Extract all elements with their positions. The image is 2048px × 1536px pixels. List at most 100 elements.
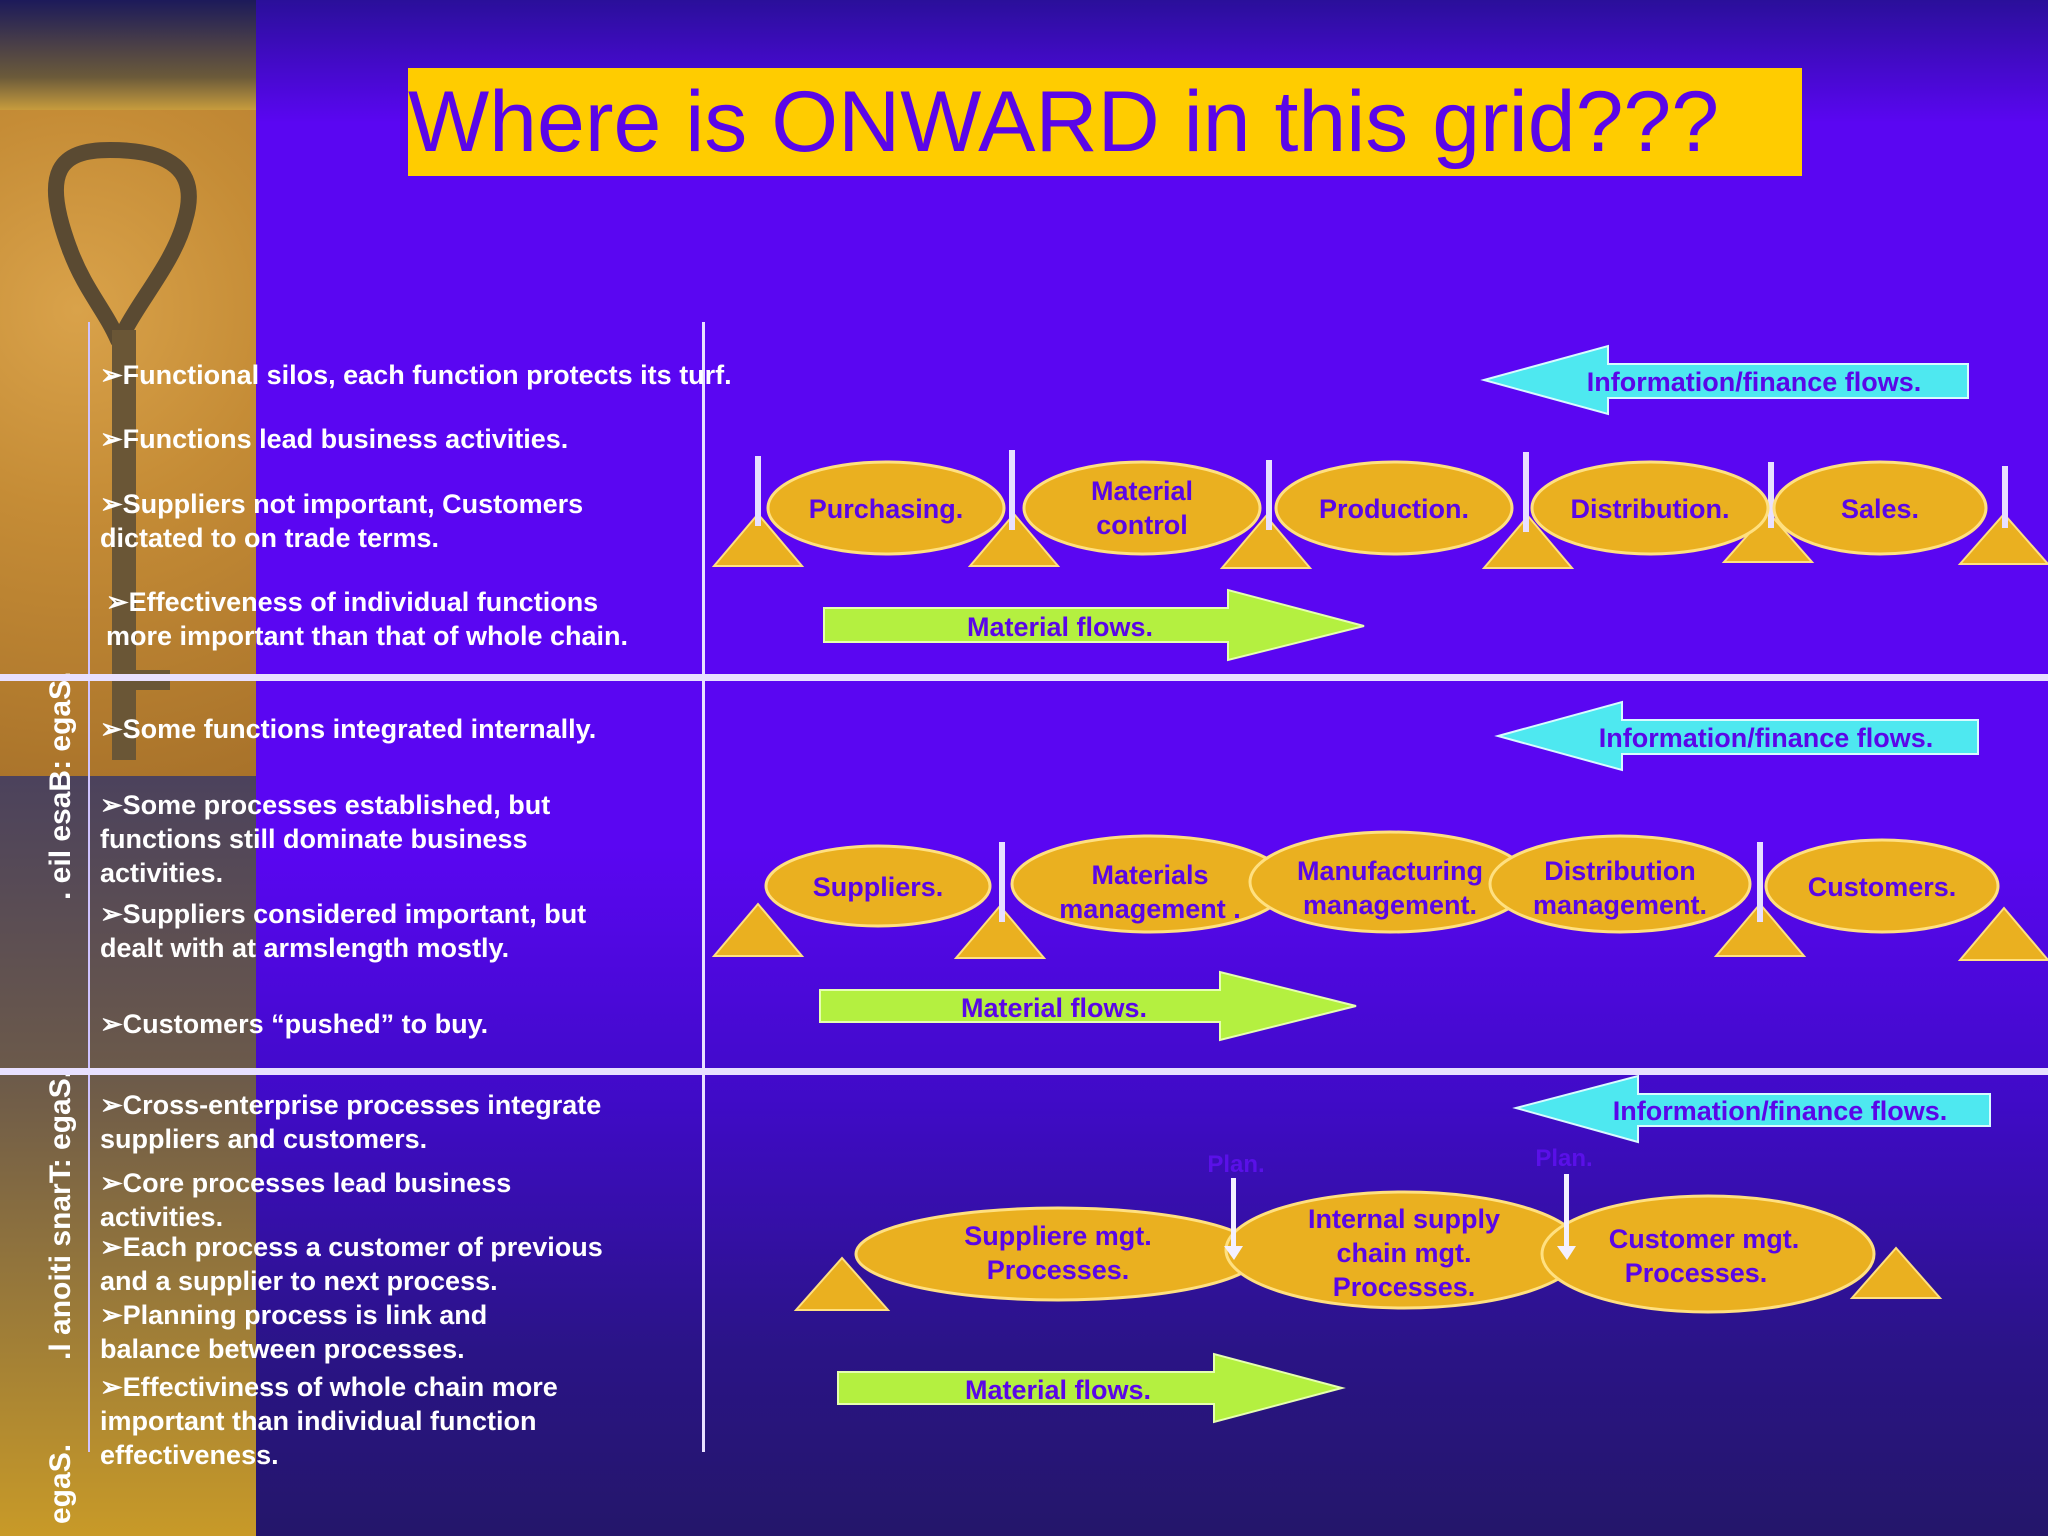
stage2-delimiter-triangle <box>1713 902 1807 957</box>
stage1-bullet-2: ➢Functions lead business activities. <box>100 424 569 454</box>
stage2-delimiter-triangle <box>1957 906 2048 961</box>
node-materials-management-label-line1: Materials <box>1091 860 1208 890</box>
node-supplier-mgt-label-line2: Processes. <box>987 1255 1130 1285</box>
stage3-material-flow-label: Material flows. <box>965 1375 1151 1405</box>
node-supplier-mgt-label-line1: Suppliere mgt. <box>964 1221 1152 1251</box>
node-customer-mgt-label-line1: Customer mgt. <box>1609 1224 1800 1254</box>
node-purchasing <box>766 460 1006 556</box>
stage3-bullet-3: ➢Each process a customer of previous <box>100 1232 603 1262</box>
node-production <box>1274 460 1514 556</box>
plan-arrow-2-head <box>1557 1246 1576 1260</box>
node-internal-supply-chain-label-line3: Processes. <box>1333 1272 1476 1302</box>
stage3-delimiter-triangle <box>793 1256 891 1311</box>
stage3-material-flow-arrow: Material flows. <box>837 1352 1346 1424</box>
node-suppliers <box>764 844 992 928</box>
stage2-bullet-2: ➢Some processes established, but <box>100 790 551 820</box>
stage2-material-flow-label: Material flows. <box>961 993 1147 1023</box>
node-customers-label: Customers. <box>1808 872 1957 902</box>
node-production-label: Production. <box>1319 494 1469 524</box>
stage1-bullet-4-cont: more important than that of whole chain. <box>106 621 629 651</box>
stage2-bullet-1: ➢Some functions integrated internally. <box>100 714 597 744</box>
stage3-bullet-5: ➢Effectiviness of whole chain more <box>100 1372 558 1402</box>
stage3-bullet-2-cont: activities. <box>100 1202 224 1232</box>
node-material-control <box>1022 460 1262 556</box>
stage1-bullet-3: ➢Suppliers not important, Customers <box>100 489 584 519</box>
stage3-bullet-5-cont: important than individual function <box>100 1406 537 1436</box>
node-customer-mgt-label-line2: Processes. <box>1625 1258 1768 1288</box>
stage1-bullet-4: ➢Effectiveness of individual functions <box>106 587 599 617</box>
stage1-info-flow-arrow: Information/finance flows. <box>1480 344 1969 416</box>
stage3-bullet-2: ➢Core processes lead business <box>100 1168 512 1198</box>
stage2-info-flow-label: Information/finance flows. <box>1599 723 1934 753</box>
stage3-delimiter-triangle <box>1849 1246 1943 1299</box>
stage2-bullet-4: ➢Customers “pushed” to buy. <box>100 1009 489 1039</box>
node-distribution-management-label-line1: Distribution <box>1544 856 1695 886</box>
node-customers <box>1764 838 2000 934</box>
plan-arrow-1-head <box>1224 1246 1243 1260</box>
stage1-bullet-1: ➢Functional silos, each function protect… <box>100 360 732 390</box>
stage1-delimiter-bar <box>1523 452 1529 532</box>
stage1-delimiter-triangle <box>1219 514 1313 569</box>
stage3-bullet-1: ➢Cross-enterprise processes integrate <box>100 1090 602 1120</box>
row-divider-1 <box>0 674 2048 681</box>
stage3-bullet-5-cont2: effectiveness. <box>100 1440 279 1470</box>
stage1-material-flow-label: Material flows. <box>967 612 1153 642</box>
stage1-delimiter-bar <box>1009 450 1015 530</box>
stage1-delimiter-triangle <box>1957 512 2048 565</box>
stage2-bullet-3: ➢Suppliers considered important, but <box>100 899 587 929</box>
stage2-bullet-3-cont: dealt with at armslength mostly. <box>100 933 510 963</box>
stage3-info-flow-arrow: Information/finance flows. <box>1512 1074 1991 1144</box>
stage1-delimiter-triangle <box>711 512 805 567</box>
plan-arrow-1-shaft <box>1231 1178 1236 1252</box>
stage3-bullet-4: ➢Planning process is link and <box>100 1300 488 1330</box>
node-customer-mgt-processes <box>1540 1194 1876 1314</box>
stage1-delimiter-bar <box>755 456 761 526</box>
stage1-info-flow-label: Information/finance flows. <box>1587 367 1922 397</box>
node-purchasing-label: Purchasing. <box>809 494 964 524</box>
stage1-delimiter-bar <box>1266 460 1272 530</box>
node-materials-management-label-line2: management . <box>1059 894 1241 924</box>
stage2-processes: Suppliers. Materials management . Manufa… <box>711 830 2048 961</box>
stage1-bullet-3-cont: dictated to on trade terms. <box>100 523 440 553</box>
node-suppliers-label: Suppliers. <box>813 872 944 902</box>
stage3-info-flow-label: Information/finance flows. <box>1613 1096 1948 1126</box>
key-image <box>0 110 256 776</box>
node-manufacturing-management-label-line1: Manufacturing <box>1297 856 1483 886</box>
title-banner <box>408 68 1802 176</box>
stage2-bullet-2-cont2: activities. <box>100 858 224 888</box>
stage2-delimiter-triangle <box>711 902 805 957</box>
stage1-material-flow-arrow: Material flows. <box>823 588 1365 662</box>
node-manufacturing-management-label-line2: management. <box>1303 890 1477 920</box>
node-distribution-label: Distribution. <box>1571 494 1730 524</box>
stage3-processes: Suppliere mgt. Processes. Internal suppl… <box>793 1145 1943 1314</box>
node-distribution <box>1530 460 1770 556</box>
node-internal-supply-chain-label-line2: chain mgt. <box>1336 1238 1471 1268</box>
node-sales-label: Sales. <box>1841 494 1919 524</box>
stage2-bullet-2-cont: functions still dominate business <box>100 824 528 854</box>
node-distribution-management-label-line2: management. <box>1533 890 1707 920</box>
page-title: Where is ONWARD in this grid??? <box>408 74 1720 170</box>
stage1-functions: Purchasing. Material control Production.… <box>711 450 2048 569</box>
stage2-delimiter-bar <box>1757 842 1763 922</box>
node-material-control-label-line1: Material <box>1091 476 1193 506</box>
gutter-divider <box>88 322 90 1452</box>
column-divider <box>702 322 705 1452</box>
node-distribution-management <box>1488 834 1752 934</box>
stage1-delimiter-bar <box>2002 466 2008 528</box>
stage2-material-flow-arrow: Material flows. <box>819 970 1357 1042</box>
row-divider-2 <box>0 1068 2048 1075</box>
plan-arrow-2-shaft <box>1564 1174 1569 1252</box>
stage3-bullet-3-cont: and a supplier to next process. <box>100 1266 498 1296</box>
stage2-info-flow-arrow: Information/finance flows. <box>1494 700 1979 772</box>
node-material-control-label-line2: control <box>1096 510 1188 540</box>
node-sales <box>1772 460 1988 556</box>
stage1-delimiter-triangle <box>1721 510 1815 563</box>
stage1-delimiter-triangle <box>1481 514 1575 569</box>
key-icon <box>47 141 197 760</box>
stage3-bullet-4-cont: balance between processes. <box>100 1334 465 1364</box>
stage1-delimiter-triangle <box>967 512 1061 567</box>
stage3-bullet-1-cont: suppliers and customers. <box>100 1124 428 1154</box>
stage2-delimiter-triangle <box>953 904 1047 959</box>
stage1-delimiter-bar <box>1768 462 1774 528</box>
